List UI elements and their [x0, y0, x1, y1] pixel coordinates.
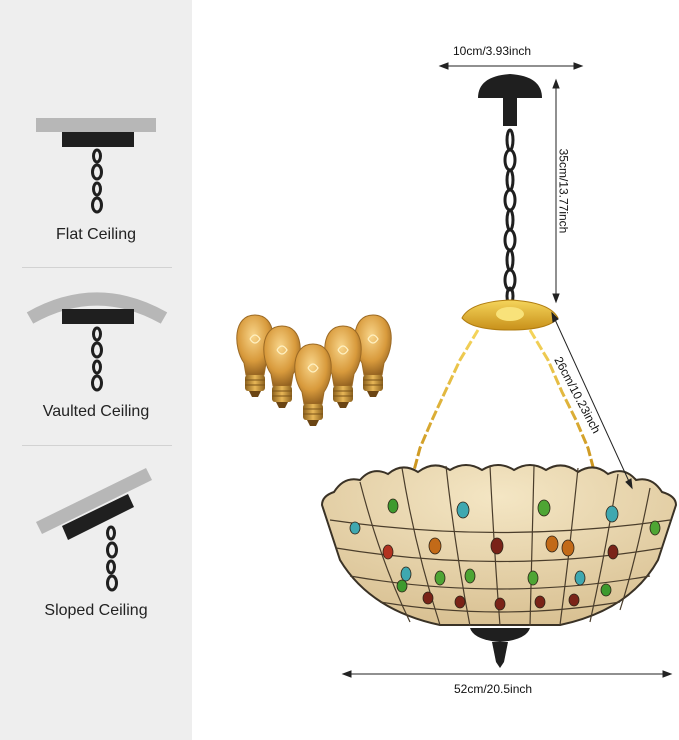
- flat-ceiling-label: Flat Ceiling: [55, 226, 137, 243]
- chain: [503, 128, 517, 306]
- ceiling-types-panel: Flat Ceiling Vaulted Ceiling Sloped Ceil…: [0, 0, 192, 740]
- vaulted-ceiling-label: Vaulted Ceiling: [42, 403, 150, 420]
- divider: [22, 445, 172, 446]
- gold-chains: [410, 329, 598, 479]
- chain-height-label: 35cm/13.77inch: [556, 148, 571, 234]
- shade-width-label: 52cm/20.5inch: [454, 682, 533, 696]
- dimension-lines: [341, 62, 673, 678]
- vaulted-ceiling-icon: [26, 292, 168, 392]
- canopy: [478, 74, 542, 98]
- glass-shade: [320, 464, 678, 668]
- canopy-width-label: 10cm/3.93inch: [453, 44, 532, 58]
- sloped-ceiling-icon: [36, 468, 152, 592]
- gold-ornament: [461, 299, 559, 331]
- flat-ceiling-icon: [36, 118, 156, 214]
- divider: [22, 267, 172, 268]
- sloped-ceiling-label: Sloped Ceiling: [44, 602, 148, 619]
